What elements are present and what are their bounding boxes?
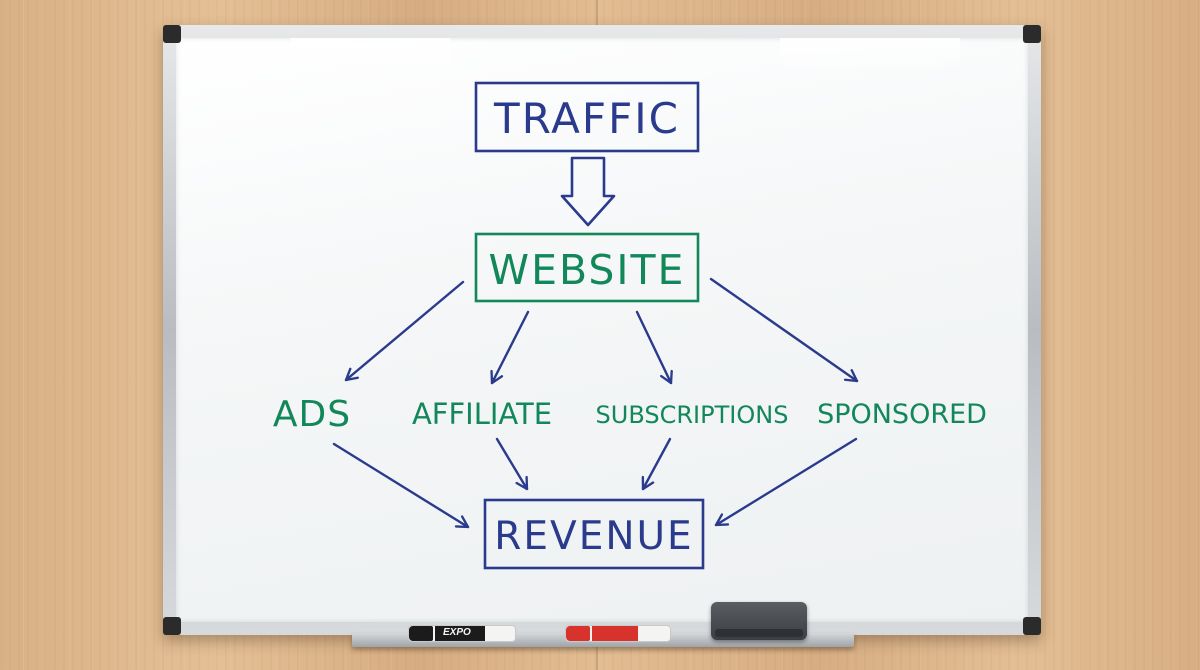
stream-subscriptions: SUBSCRIPTIONS: [596, 401, 789, 429]
frame-corner: [163, 617, 181, 635]
arrow-to-ads: [344, 280, 465, 382]
arrow-ads-to-revenue: [332, 442, 470, 529]
website-box-border: [474, 232, 700, 303]
light-glare: [780, 38, 960, 72]
red-marker[interactable]: [565, 625, 671, 642]
website-label: WEBSITE: [489, 246, 686, 294]
arrow-to-affiliate: [490, 310, 530, 385]
revenue-box-border: [483, 498, 705, 570]
down-arrow-icon: [560, 156, 616, 227]
expo-brand-text: EXPO: [443, 627, 471, 638]
revenue-label: REVENUE: [494, 514, 693, 559]
black-marker[interactable]: EXPO: [408, 625, 516, 642]
traffic-box-border: [474, 81, 700, 153]
eraser-felt: [715, 629, 803, 637]
red-marker-cap: [566, 626, 590, 641]
arrow-affiliate-to-revenue: [495, 437, 529, 491]
light-glare: [290, 38, 450, 72]
traffic-box: TRAFFIC: [474, 81, 700, 153]
arrow-sponsored-to-revenue: [714, 437, 858, 527]
revenue-box: REVENUE: [483, 498, 705, 570]
black-marker-cap: [409, 626, 433, 641]
website-box: WEBSITE: [474, 232, 700, 303]
whiteboard-eraser[interactable]: [711, 602, 807, 640]
stream-sponsored: SPONSORED: [817, 399, 987, 430]
frame-corner: [1023, 25, 1041, 43]
arrow-subscriptions-to-revenue: [641, 437, 672, 491]
arrow-to-subscriptions: [635, 310, 673, 385]
arrow-to-sponsored: [709, 277, 859, 383]
whiteboard-surface: [176, 38, 1028, 622]
traffic-label: TRAFFIC: [493, 94, 680, 143]
frame-corner: [163, 25, 181, 43]
red-marker-label: [592, 626, 638, 641]
frame-corner: [1023, 617, 1041, 635]
stream-ads: ADS: [273, 394, 351, 435]
stream-affiliate: AFFILIATE: [412, 397, 552, 431]
black-marker-label: EXPO: [435, 626, 485, 641]
